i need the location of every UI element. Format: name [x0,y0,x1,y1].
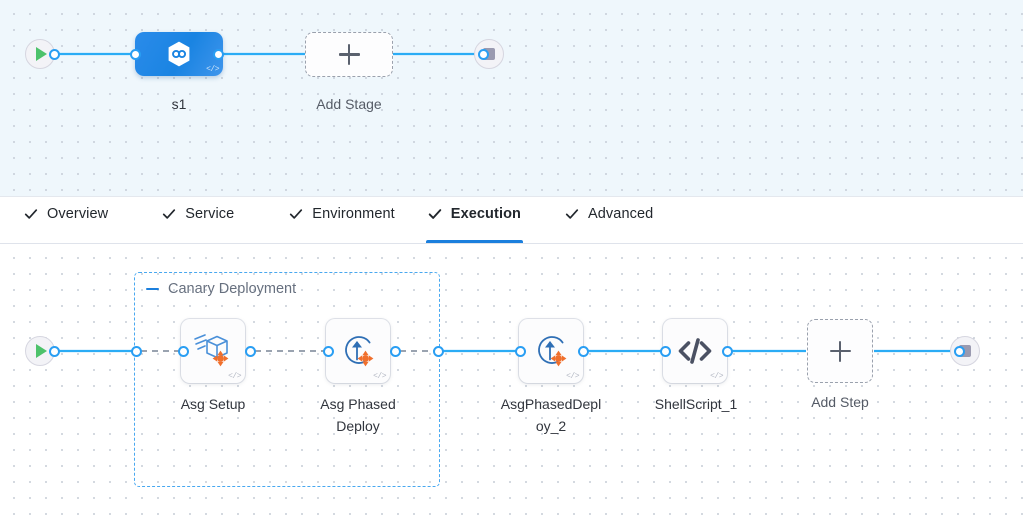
step-asg-phased-deploy-input-port[interactable] [323,345,334,357]
add-step-label: Add Step [811,394,869,410]
step-node-asg-phased-deploy[interactable]: </> [326,319,390,383]
stage-label-s1: s1 [171,96,187,112]
asg-deploy-icon [345,336,374,367]
tab-environment[interactable]: Environment [287,197,397,243]
add-step-button[interactable] [807,319,873,383]
stage-config-tabs[interactable]: Overview Service Environment Execution A… [0,196,1023,244]
tab-overview[interactable]: Overview [22,197,110,243]
tab-advanced[interactable]: Advanced [563,197,655,243]
step-node-shellscript-1[interactable]: </> [663,319,727,383]
execution-start-port[interactable] [49,345,60,357]
step-code-marker: </> [373,372,386,381]
step-code-marker: </> [228,372,241,381]
step-code-marker: </> [566,372,579,381]
play-icon [36,344,47,358]
stage-input-port[interactable] [130,48,141,60]
step-asg-phased-deploy-output-port[interactable] [390,345,401,357]
step-label-shellscript-1: ShellScript_1 [654,396,738,412]
check-icon [24,209,38,219]
group-exit-port[interactable] [433,345,444,357]
minus-icon[interactable] [146,287,159,291]
check-icon [565,209,579,219]
step-label-asg-phased-deploy: Asg Phased Deploy [320,396,396,434]
asg-deploy-icon [538,336,567,367]
tab-service[interactable]: Service [160,197,236,243]
tab-environment-label: Environment [312,206,395,222]
check-icon [163,209,176,219]
step-group-canary-deployment[interactable] [134,272,440,487]
shell-script-icon [678,338,712,364]
step-label-asg-setup: Asg Setup [180,396,246,412]
play-icon [36,47,47,61]
step-node-asg-setup[interactable]: </> [181,319,245,383]
check-icon [290,209,303,219]
tab-advanced-label: Advanced [588,206,654,222]
step-shellscript1-output-port[interactable] [722,345,733,357]
stage-node-s1[interactable]: </> [135,32,223,76]
step-asg-setup-input-port[interactable] [178,345,189,357]
stage-output-port[interactable] [213,48,224,60]
step-asgphaseddeploy2-input-port[interactable] [515,345,526,357]
add-stage-label: Add Stage [316,96,382,112]
stage-end-port[interactable] [478,48,489,60]
stage-code-marker: </> [206,65,219,74]
step-shellscript1-input-port[interactable] [660,345,671,357]
add-stage-button[interactable] [305,32,393,77]
plus-icon [338,44,360,65]
asg-setup-icon [194,334,229,367]
step-code-marker: </> [710,372,723,381]
step-asg-setup-output-port[interactable] [245,345,256,357]
plus-icon [829,340,851,362]
step-group-label: Canary Deployment [168,281,297,297]
tab-underline-active [425,240,523,243]
execution-start-node[interactable] [25,336,55,366]
stage-start-port[interactable] [49,48,60,60]
tab-service-label: Service [185,206,235,222]
step-asgphaseddeploy2-output-port[interactable] [578,345,589,357]
step-group-header[interactable]: Canary Deployment [146,281,296,297]
tab-execution-label: Execution [450,206,521,222]
execution-end-port[interactable] [954,345,965,357]
step-node-asgphaseddeploy-2[interactable]: </> [519,319,583,383]
group-entry-port[interactable] [131,345,142,357]
tab-execution[interactable]: Execution [425,197,523,243]
deployment-hexagon-icon [168,41,190,67]
stage-end-node[interactable] [474,39,504,69]
step-label-asgphaseddeploy-2: AsgPhasedDepl oy_2 [500,396,602,434]
stage-canvas[interactable]: </> s1 Add Stage [0,0,1023,196]
check-icon [428,209,442,219]
tab-overview-label: Overview [47,206,109,222]
